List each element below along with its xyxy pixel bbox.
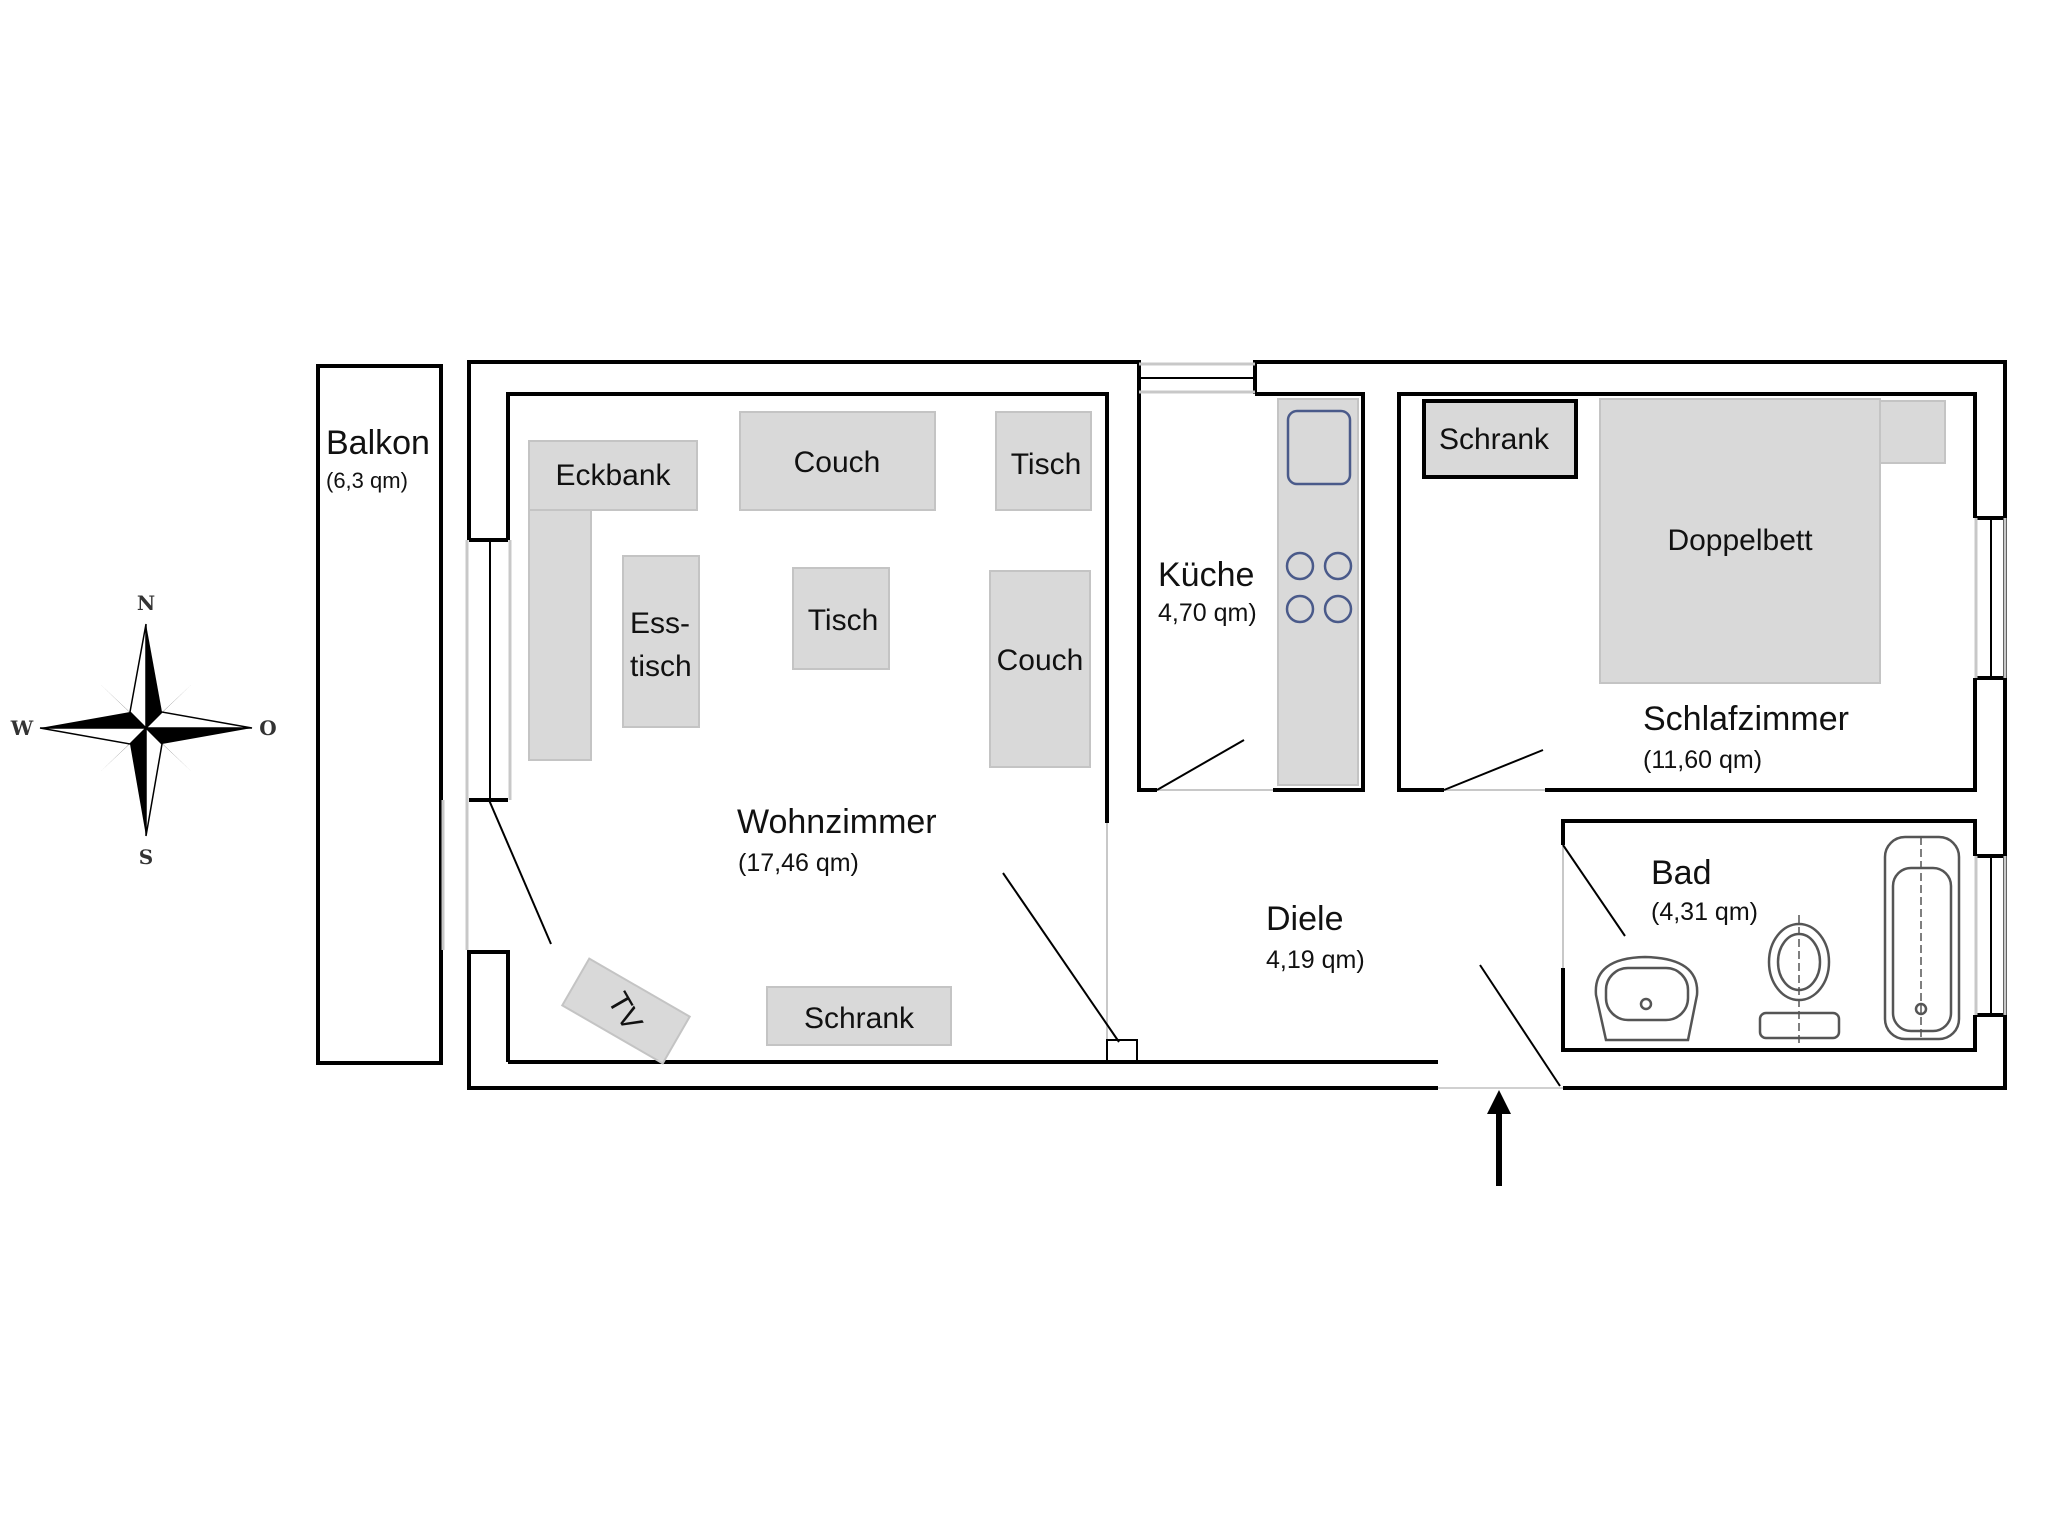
schlafzimmer-area: (11,60 qm) — [1643, 746, 1762, 774]
tisch-top-label: Tisch — [1011, 448, 1082, 481]
schrank-schlafzimmer-label: Schrank — [1439, 423, 1550, 456]
room-bad: Bad (4,31 qm) — [1561, 819, 1977, 1052]
window-schlafzimmer — [1974, 516, 2007, 680]
couch-top-label: Couch — [794, 446, 881, 479]
door-swing-balkon — [488, 799, 552, 945]
wohnzimmer-area: (17,46 qm) — [738, 849, 859, 877]
doppelbett: Doppelbett — [1599, 398, 1946, 684]
eckbank-label: Eckbank — [555, 459, 671, 492]
hob-burner-icon — [1285, 551, 1315, 581]
hob-burner-icon — [1323, 551, 1353, 581]
doppelbett-label: Doppelbett — [1667, 524, 1813, 557]
door-swing-schlafzimmer — [1443, 749, 1544, 791]
washbasin-icon — [1594, 955, 1699, 1042]
compass-south-label: S — [139, 845, 153, 869]
window-wohnzimmer — [441, 540, 512, 950]
balkon-area: (6,3 qm) — [326, 468, 408, 493]
kueche-area: 4,70 qm) — [1158, 599, 1257, 627]
compass-east-label: O — [259, 716, 276, 740]
room-balkon: Balkon (6,3 qm) — [316, 364, 443, 1065]
esstisch-label-line2: tisch — [630, 650, 692, 683]
bathtub-icon — [1883, 835, 1961, 1041]
esstisch-label-line1: Ess- — [630, 607, 690, 640]
eckbank: Eckbank — [528, 440, 698, 761]
balkon-label: Balkon — [326, 424, 430, 462]
window-bad — [1974, 854, 2007, 1017]
bad-label: Bad — [1651, 854, 1712, 892]
sink-icon — [1286, 409, 1352, 486]
couch-right: Couch — [989, 570, 1091, 768]
room-diele: Diele 4,19 qm) — [1266, 900, 1563, 1089]
couch-right-label: Couch — [997, 644, 1084, 677]
hob-burner-icon — [1323, 594, 1353, 624]
room-schlafzimmer: Schrank Doppelbett Schlafzimmer (11,60 q… — [1397, 392, 1977, 792]
couch-top: Couch — [739, 411, 936, 511]
windows — [441, 362, 2007, 1017]
schrank-wohnzimmer: Schrank — [766, 986, 952, 1046]
tv: TV — [560, 957, 692, 1065]
kueche-label: Küche — [1158, 556, 1254, 594]
esstisch: Ess- tisch — [622, 555, 700, 728]
wohnzimmer-label: Wohnzimmer — [737, 803, 937, 841]
door-swing-wohnzimmer — [1002, 872, 1120, 1043]
diele-area: 4,19 qm) — [1266, 946, 1365, 974]
door-swing-kueche — [1156, 739, 1245, 791]
window-kueche — [1139, 362, 1255, 394]
toilet-icon — [1758, 915, 1841, 1045]
tisch-center-label: Tisch — [808, 604, 879, 637]
tisch-center: Tisch — [792, 567, 890, 670]
room-kueche: Küche 4,70 qm) — [1137, 392, 1365, 792]
entrance-arrow-icon — [1487, 1090, 1511, 1186]
compass-west-label: W — [10, 716, 34, 740]
kitchen-counter — [1277, 398, 1359, 786]
door-swing-bad — [1562, 844, 1626, 937]
compass-rose-icon: N S W O — [10, 591, 277, 869]
hob-burner-icon — [1285, 594, 1315, 624]
room-wohnzimmer: Eckbank Couch Tisch Ess- tisch Tisch Cou… — [488, 392, 1438, 1065]
diele-label: Diele — [1266, 900, 1343, 938]
pillar — [1106, 1039, 1138, 1063]
balkon-outline — [316, 364, 443, 1065]
tisch-top: Tisch — [995, 411, 1092, 511]
schrank-wohnzimmer-label: Schrank — [804, 1002, 915, 1035]
schlafzimmer-label: Schlafzimmer — [1643, 700, 1849, 738]
schrank-schlafzimmer: Schrank — [1422, 399, 1578, 479]
door-swing-entrance — [1479, 964, 1561, 1087]
bad-area: (4,31 qm) — [1651, 898, 1758, 926]
compass-north-label: N — [137, 591, 155, 615]
